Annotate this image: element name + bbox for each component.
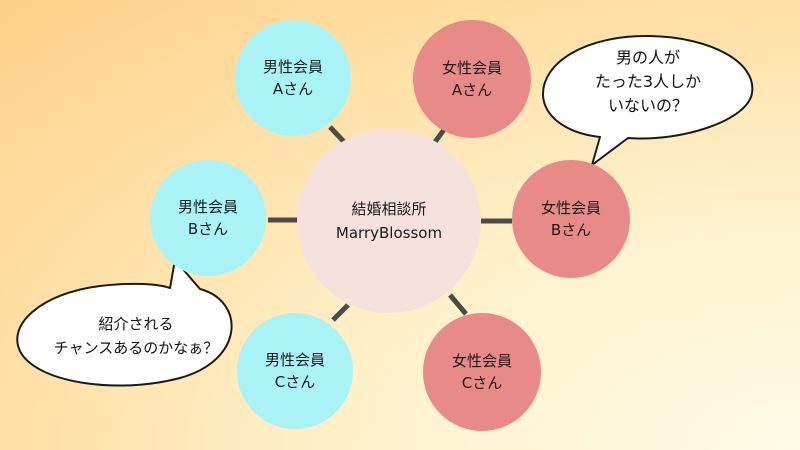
- node-female-a: 女性会員 Aさん: [413, 20, 531, 138]
- member-name: Cさん: [274, 373, 316, 391]
- node-male-b: 男性会員 Bさん: [150, 160, 266, 276]
- member-name: Cさん: [461, 374, 503, 392]
- bubble-line: チャンスあるのかなぁ？: [53, 339, 219, 357]
- node-male-c: 男性会員 Cさん: [237, 313, 353, 429]
- member-label: 男性会員: [262, 58, 323, 76]
- bubble-line: 男の人が: [615, 48, 680, 67]
- bubble-text-female-b: 男の人が たった3人しか いないの？: [560, 46, 736, 118]
- node-female-c: 女性会員 Cさん: [423, 313, 541, 431]
- member-label: 女性会員: [441, 59, 502, 77]
- member-name: Bさん: [550, 221, 592, 239]
- member-name: Bさん: [187, 220, 229, 238]
- bubble-line: 紹介される: [98, 315, 174, 333]
- speech-bubble-male-b: [16, 259, 233, 387]
- center-title: 結婚相談所: [351, 200, 427, 218]
- connector-male-c: [331, 303, 350, 322]
- member-label: 女性会員: [540, 199, 601, 217]
- center-subtitle: MarryBlossom: [335, 224, 443, 242]
- speech-bubble-female-b: [541, 34, 754, 166]
- bubble-text-male-b: 紹介される チャンスあるのかなぁ？: [28, 312, 244, 360]
- member-name: Aさん: [272, 80, 314, 98]
- node-female-b: 女性会員 Bさん: [512, 160, 630, 278]
- member-label: 女性会員: [451, 352, 512, 370]
- bubble-line: いないの？: [607, 96, 688, 115]
- member-label: 男性会員: [177, 198, 238, 216]
- bubble-line: たった3人しか: [594, 72, 702, 91]
- member-label: 男性会員: [264, 351, 325, 369]
- connector-female-c: [448, 293, 468, 316]
- center-node-marriage-agency: 結婚相談所 MarryBlossom: [297, 129, 481, 313]
- member-name: Aさん: [451, 81, 493, 99]
- node-male-a: 男性会員 Aさん: [235, 20, 351, 136]
